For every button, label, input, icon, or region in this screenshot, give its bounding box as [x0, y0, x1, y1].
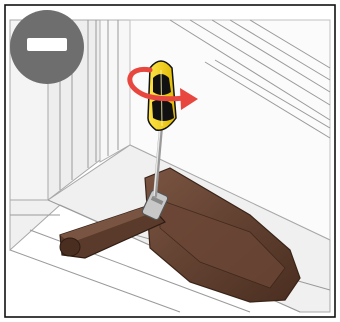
window-sash — [100, 20, 130, 162]
operator-pivot — [60, 238, 80, 256]
minus-icon — [10, 10, 84, 84]
